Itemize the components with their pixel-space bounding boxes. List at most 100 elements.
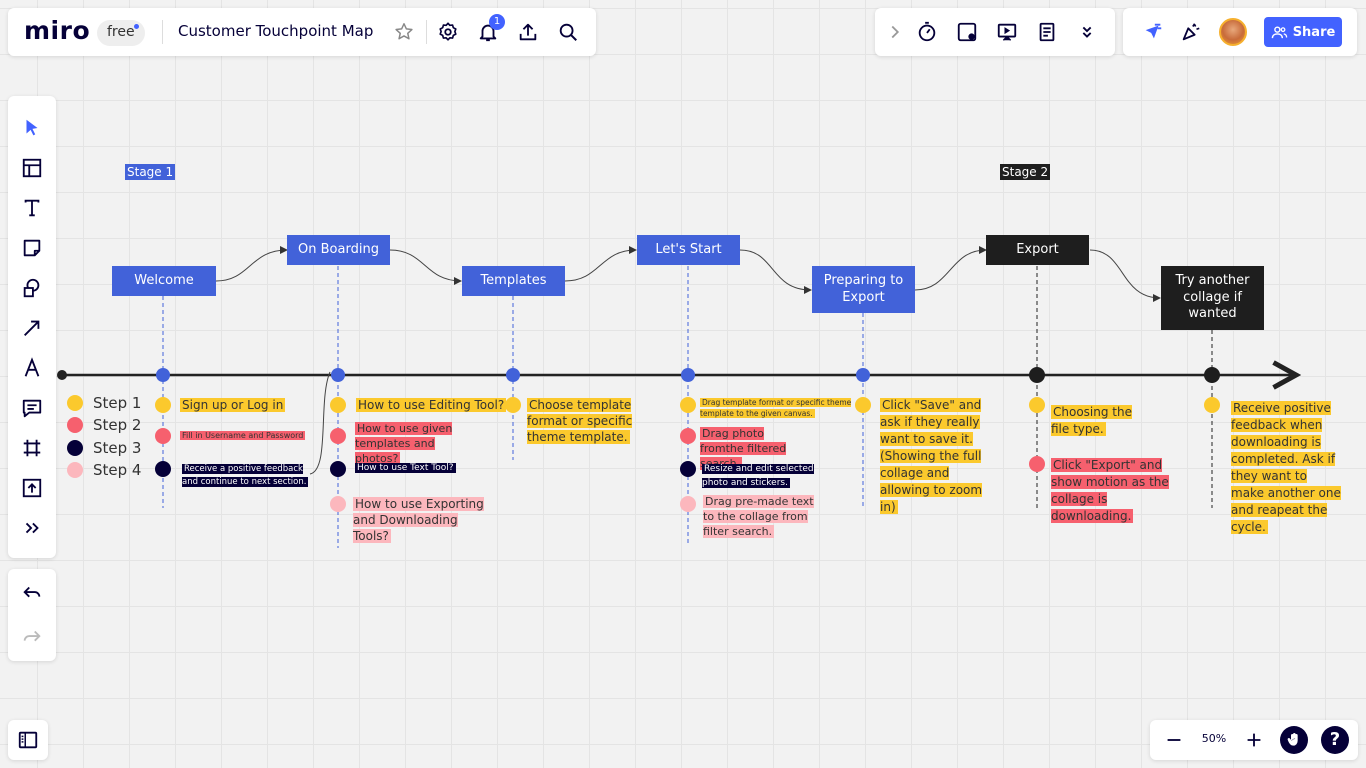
stage-box-preparing[interactable]: Preparing to Export <box>812 266 915 313</box>
note-text[interactable]: Receive a positive feedback and continue… <box>182 464 309 488</box>
redo-icon[interactable] <box>16 621 48 653</box>
connection-line-icon[interactable] <box>16 312 48 344</box>
reactions-icon[interactable] <box>951 16 983 48</box>
upload-tool-icon[interactable] <box>16 472 48 504</box>
divider <box>426 20 427 44</box>
notes-icon[interactable] <box>1031 16 1063 48</box>
zoom-in-icon[interactable] <box>1238 724 1270 756</box>
pen-icon[interactable] <box>16 352 48 384</box>
timeline-node <box>506 368 520 382</box>
frames-panel-toggle[interactable] <box>8 720 48 760</box>
gear-icon[interactable] <box>432 16 464 48</box>
search-icon[interactable] <box>552 16 584 48</box>
stage-box-welcome[interactable]: Welcome <box>112 266 216 296</box>
shapes-icon[interactable] <box>16 272 48 304</box>
hand-tool-icon[interactable] <box>1280 726 1308 754</box>
note-text[interactable]: Choose template format or specific theme… <box>527 398 633 445</box>
legend-label: Step 4 <box>93 461 142 479</box>
divider <box>162 20 163 44</box>
more-tools-icon[interactable] <box>16 512 48 544</box>
miro-logo[interactable]: miro <box>24 16 91 45</box>
stage-label[interactable]: Stage 1 <box>125 164 176 180</box>
connector <box>309 371 331 475</box>
legend-swatch <box>67 417 83 433</box>
legend-label: Step 3 <box>93 439 142 457</box>
timeline-node <box>1029 367 1045 383</box>
left-toolbar <box>8 96 56 558</box>
note-text[interactable]: How to use Exporting and Downloading Too… <box>353 497 484 544</box>
legend-swatch <box>67 395 83 411</box>
note-text[interactable]: How to use Editing Tool? <box>356 398 507 412</box>
connector <box>215 246 288 282</box>
stage-box-templates[interactable]: Templates <box>462 266 565 296</box>
select-tool-icon[interactable] <box>16 112 48 144</box>
legend-swatch <box>67 462 83 478</box>
timeline-node <box>331 368 345 382</box>
celebrate-icon[interactable] <box>1175 16 1207 48</box>
note-text[interactable]: Click "Save" and ask if they really want… <box>880 398 983 515</box>
note-text[interactable]: Drag pre-made text to the collage from f… <box>703 495 814 538</box>
board-title[interactable]: Customer Touchpoint Map <box>178 22 374 40</box>
stage-box-onboarding[interactable]: On Boarding <box>287 235 390 265</box>
badge-dot <box>133 24 139 29</box>
timeline-node <box>156 368 170 382</box>
note-text[interactable]: Drag template format or specific theme t… <box>700 398 852 418</box>
frame-icon[interactable] <box>16 432 48 464</box>
note-text[interactable]: How to use given templates and photos? <box>355 422 453 465</box>
comment-icon[interactable] <box>16 392 48 424</box>
legend-item: Step 1 <box>67 394 141 412</box>
connector <box>739 249 812 294</box>
stage-box-export[interactable]: Export <box>986 235 1089 265</box>
zoom-out-icon[interactable] <box>1158 724 1190 756</box>
note-text[interactable]: Fill in Username and Password <box>180 431 306 440</box>
plan-badge[interactable]: free <box>97 20 145 46</box>
avatar[interactable] <box>1219 18 1247 46</box>
legend-swatch <box>67 440 83 456</box>
text-tool-icon[interactable] <box>16 192 48 224</box>
timeline-node <box>856 368 870 382</box>
stage-box-lets-start[interactable]: Let's Start <box>637 235 740 265</box>
legend-label: Step 2 <box>93 416 142 434</box>
help-icon[interactable]: ? <box>1321 726 1349 754</box>
sidebar-icon <box>12 724 44 756</box>
connector <box>914 246 987 291</box>
upload-icon[interactable] <box>512 16 544 48</box>
timeline-start <box>57 370 67 380</box>
zoom-level[interactable]: 50% <box>1201 732 1227 745</box>
connector <box>1089 249 1161 302</box>
presentation-icon[interactable] <box>991 16 1023 48</box>
note-text[interactable]: Sign up or Log in <box>180 398 286 412</box>
share-label: Share <box>1292 24 1336 40</box>
templates-icon[interactable] <box>16 152 48 184</box>
note-text[interactable]: Receive positive feedback when downloadi… <box>1231 401 1341 535</box>
star-icon[interactable] <box>388 16 420 48</box>
sticky-note-icon[interactable] <box>16 232 48 264</box>
plan-badge-label: free <box>107 24 135 40</box>
top-left-toolbar: miro free Customer Touchpoint Map 1 <box>8 8 596 56</box>
collaboration-toolbar <box>875 8 1115 56</box>
stage-label[interactable]: Stage 2 <box>1000 164 1051 180</box>
stage-box-try-again[interactable]: Try another collage if wanted <box>1161 266 1264 330</box>
chevrons-down-icon[interactable] <box>1071 16 1103 48</box>
note-text[interactable]: Resize and edit selected photo and stick… <box>702 464 814 488</box>
connector <box>389 249 462 285</box>
timer-icon[interactable] <box>911 16 943 48</box>
legend-label: Step 1 <box>93 394 142 412</box>
legend-item: Step 2 <box>67 416 141 434</box>
chevron-right-icon[interactable] <box>879 16 911 48</box>
undo-icon[interactable] <box>16 577 48 609</box>
share-button[interactable]: Share <box>1264 17 1342 47</box>
timeline-node <box>1204 367 1220 383</box>
note-text[interactable]: Click "Export" and show motion as the co… <box>1051 458 1169 524</box>
timeline-node <box>681 368 695 382</box>
note-text[interactable]: Choosing the file type. <box>1051 405 1132 437</box>
notification-badge: 1 <box>489 14 505 30</box>
note-text[interactable]: How to use Text Tool? <box>355 463 456 473</box>
bell-icon[interactable]: 1 <box>472 14 505 48</box>
legend-item: Step 4 <box>67 461 141 479</box>
cursor-follow-icon[interactable] <box>1137 16 1169 48</box>
top-right-toolbar: Share <box>1123 8 1357 56</box>
legend-item: Step 3 <box>67 439 141 457</box>
